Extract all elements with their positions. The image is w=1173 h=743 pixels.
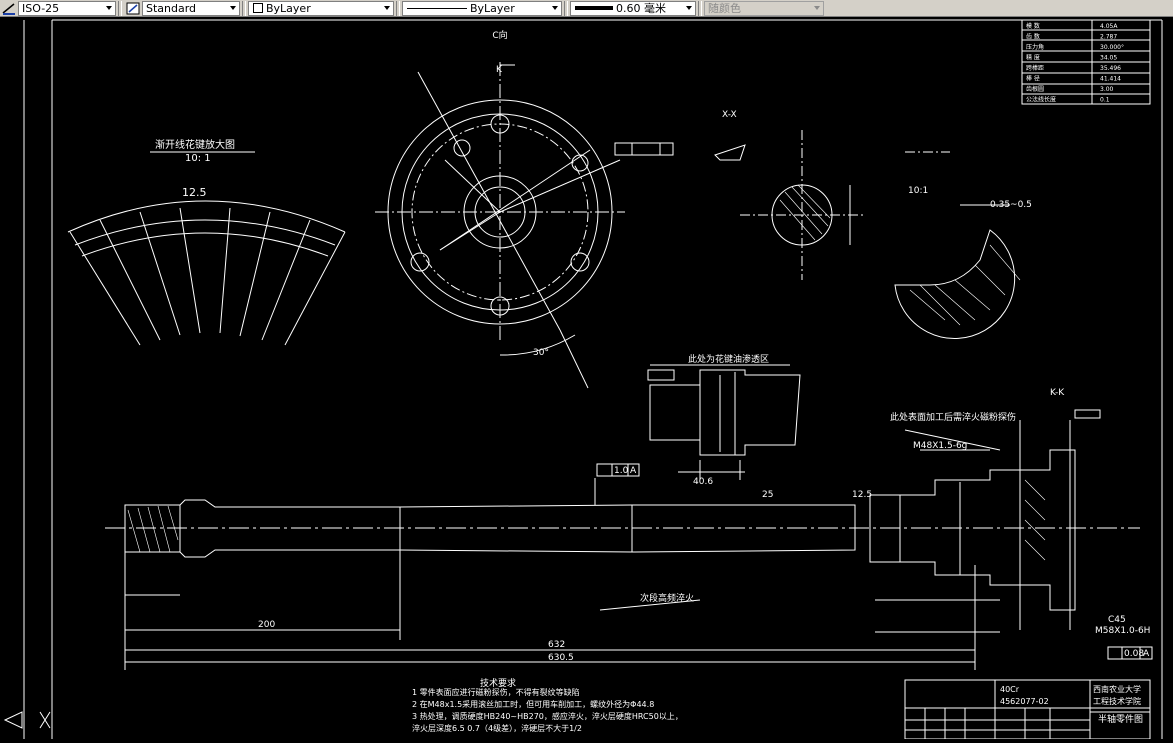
lineweight-sample-icon xyxy=(575,6,613,10)
view-c-label: C向 xyxy=(492,29,507,41)
chevron-down-icon[interactable] xyxy=(549,1,561,16)
view-xx-label: X-X xyxy=(722,110,737,120)
title-school: 西南农业大学 xyxy=(1093,684,1141,694)
spec-table-key: 齿 数 xyxy=(1026,33,1040,41)
title-part-name: 半轴零件图 xyxy=(1098,713,1143,725)
text-style-icon[interactable] xyxy=(124,1,142,16)
detail-scale: 10:1 xyxy=(908,186,928,196)
spec-table-value: 3.00 xyxy=(1100,86,1114,93)
plot-style-value: 随颜色 xyxy=(708,2,741,15)
toolbar-separator xyxy=(564,0,568,16)
dimension-40-6: 40.6 xyxy=(693,477,713,487)
chevron-down-icon[interactable] xyxy=(103,1,115,16)
chevron-down-icon[interactable] xyxy=(227,1,239,16)
layer-value: ByLayer xyxy=(266,1,311,15)
spec-table-key: 精 度 xyxy=(1026,54,1040,62)
note-spline-area: 此处为花键油渗透区 xyxy=(688,353,769,365)
spec-table-value: 2.787 xyxy=(1100,34,1117,41)
tech-notes: 1 零件表面应进行磁粉探伤，不得有裂纹等缺陷 2 在M48x1.5采用滚丝加工时，… xyxy=(412,687,683,733)
layer-select[interactable]: ByLayer xyxy=(248,0,394,16)
toolbar-separator xyxy=(118,0,122,16)
datum-a: A xyxy=(1143,649,1150,659)
view-k-marker: K xyxy=(496,65,503,75)
spline-dimension: 12.5 xyxy=(182,186,207,199)
linetype-value: ByLayer xyxy=(470,1,515,15)
dimension-630: 630.5 xyxy=(548,653,574,663)
tech-note-line: 2 在M48x1.5采用滚丝加工时，但可用车削加工，螺纹外径为Φ44.8 xyxy=(412,699,654,709)
title-dept: 工程技术学院 xyxy=(1093,696,1141,706)
tech-note-line: 3 热处理，调质硬度HB240~HB270，感应淬火，淬火层硬度HRC50以上， xyxy=(412,711,683,721)
chevron-down-icon[interactable] xyxy=(683,1,695,16)
spec-table-value: 41.414 xyxy=(1100,76,1121,83)
tech-requirements-title: 技术要求 xyxy=(480,677,516,689)
spec-table-value: 34.05 xyxy=(1100,55,1117,62)
chamfer-label: C45 xyxy=(1108,615,1126,625)
dimension-style-icon[interactable] xyxy=(0,1,18,16)
color-swatch-icon xyxy=(253,3,263,13)
plot-style-select[interactable]: 随颜色 xyxy=(704,0,824,16)
spline-scale: 10: 1 xyxy=(185,153,211,164)
datum-a-main: A xyxy=(630,466,637,476)
spec-table-key: 模 数 xyxy=(1026,22,1040,30)
dimension-632: 632 xyxy=(548,640,565,650)
spec-table-value: 4.05A xyxy=(1100,23,1118,30)
spec-table-value: 0.1 xyxy=(1100,97,1110,104)
toolbar-separator xyxy=(698,0,702,16)
spec-table-key: 跨棒距 xyxy=(1026,64,1044,72)
dim-style-value: ISO-25 xyxy=(22,1,60,15)
chevron-down-icon[interactable] xyxy=(381,1,393,16)
tech-note-line: 淬火层深度6.5 0.7（4级差），淬硬层不大于1/2 xyxy=(412,723,582,733)
dim-style-select[interactable]: ISO-25 xyxy=(18,0,116,16)
chevron-down-icon[interactable] xyxy=(811,1,823,16)
lineweight-value: 0.60 毫米 xyxy=(616,2,666,15)
tech-note-line: 1 零件表面应进行磁粉探伤，不得有裂纹等缺陷 xyxy=(412,687,580,697)
spec-table-value: 30.000° xyxy=(1100,44,1124,51)
toolbar-separator xyxy=(242,0,246,16)
thread-m58: M58X1.0-6H xyxy=(1095,626,1150,636)
note-quench: 次段高频淬火 xyxy=(640,592,694,604)
drawing-canvas[interactable]: C向 K X-X K-K 渐开线花键放大图 10: 1 12.5 10:1 0.… xyxy=(0,17,1173,740)
flatness-tolerance: 0.08 xyxy=(1124,649,1144,659)
view-kk-label: K-K xyxy=(1050,388,1065,398)
linetype-select[interactable]: ByLayer xyxy=(402,0,562,16)
spec-table-key: 齿根圆 xyxy=(1026,85,1044,93)
cad-drawing: C向 K X-X K-K 渐开线花键放大图 10: 1 12.5 10:1 0.… xyxy=(3,19,1163,740)
properties-toolbar: ISO-25 Standard ByLayer ByLayer 0.60 毫米 … xyxy=(0,0,1173,17)
spec-table-value: 35.496 xyxy=(1100,65,1121,72)
spline-spec-table: 模 数 4.05A 齿 数 2.787 压力角 30.000° 精 度 34.05 跨棒距 35.… xyxy=(1026,22,1124,104)
spec-table-key: 压力角 xyxy=(1026,43,1044,51)
angle-dimension: 30° xyxy=(533,348,549,358)
text-style-select[interactable]: Standard xyxy=(142,0,240,16)
title-code: 4562077-02 xyxy=(1000,697,1049,706)
linetype-sample-icon xyxy=(407,7,467,9)
thread-m48: M48X1.5-6g xyxy=(913,441,967,451)
dimension-12-5: 12.5 xyxy=(852,490,872,500)
note-surface: 此处表面加工后需淬火磁粉探伤 xyxy=(890,411,1016,423)
detail-dimension: 0.35~0.5 xyxy=(990,200,1032,210)
text-style-value: Standard xyxy=(146,1,197,15)
lineweight-select[interactable]: 0.60 毫米 xyxy=(570,0,696,16)
spec-table-key: 棒 径 xyxy=(1026,75,1040,83)
runout-tolerance: 1.0 xyxy=(614,466,629,476)
spec-table-key: 公法线长度 xyxy=(1026,96,1056,104)
dimension-25: 25 xyxy=(762,490,773,500)
title-material: 40Cr xyxy=(1000,685,1020,694)
toolbar-separator xyxy=(396,0,400,16)
spline-title: 渐开线花键放大图 xyxy=(155,138,235,151)
dimension-200: 200 xyxy=(258,620,275,630)
